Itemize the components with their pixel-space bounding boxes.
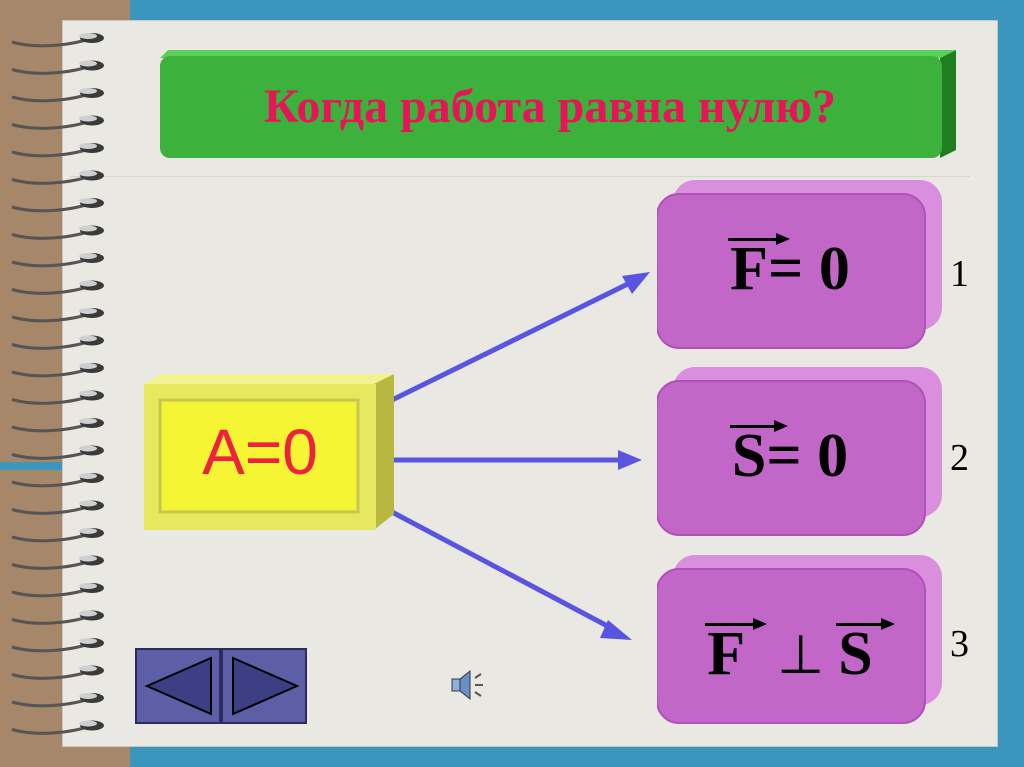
spiral-highlight (79, 60, 97, 67)
option-number-3: 3 (950, 623, 969, 665)
arrow-to-option-1 (390, 275, 642, 403)
perpendicular-symbol: ⊥ (777, 624, 825, 685)
arrow-to-option-3 (390, 509, 617, 633)
option-box-1: F = 0 (657, 180, 942, 350)
work-zero-box: A=0 (144, 374, 394, 530)
vector-f-1: F (728, 232, 790, 303)
option-2-rest: = 0 (766, 421, 849, 490)
vector-s-2: S (729, 419, 790, 490)
option-2-formula: S = 0 (657, 381, 923, 531)
spiral-highlight (79, 638, 97, 644)
spiral-highlight (79, 88, 97, 94)
arrow-head-2 (618, 450, 642, 470)
spiral-highlight (79, 555, 97, 562)
spiral-highlight (79, 720, 97, 727)
option-box-3-shape (657, 555, 942, 724)
page-divider-line (70, 176, 970, 177)
option-number-2: 2 (950, 437, 969, 479)
work-zero-label: A=0 (202, 416, 318, 488)
spiral-highlight (79, 390, 97, 397)
vector-s-3: S (836, 617, 896, 688)
option-box-1-shape (657, 180, 942, 349)
spiral-highlight (79, 363, 97, 369)
arrow-head-3 (600, 620, 632, 640)
spiral-highlight (79, 610, 97, 617)
triangle-right-icon (232, 656, 300, 716)
spiral-highlight (79, 308, 97, 314)
spiral-highlight (79, 280, 97, 287)
spiral-highlight (79, 583, 97, 589)
option-number-1: 1 (950, 253, 969, 295)
previous-slide-button[interactable] (135, 648, 221, 724)
spiral-highlight (79, 693, 97, 699)
spiral-highlight (79, 198, 97, 204)
work-zero-box-shape (144, 374, 394, 530)
spiral-highlight (79, 170, 97, 177)
title-text: Когда работа равна нулю? (263, 79, 837, 133)
spiral-highlight (79, 500, 97, 507)
spiral-highlight (79, 418, 97, 424)
spiral-highlight (79, 115, 97, 122)
option-1-rest: = 0 (768, 234, 850, 303)
spiral-highlight (79, 528, 97, 534)
arrow-head-1 (622, 272, 650, 294)
spiral-binding (11, 33, 104, 735)
option-box-3: F⊥S (657, 555, 942, 725)
spiral-highlight (79, 33, 97, 39)
spiral-highlight (79, 225, 97, 232)
option-box-2-shape (657, 367, 942, 536)
spiral-highlight (79, 253, 97, 259)
option-3-formula: F⊥S (657, 579, 923, 729)
next-slide-button[interactable] (221, 648, 307, 724)
option-1-formula: F = 0 (657, 194, 923, 344)
triangle-left-icon (144, 656, 212, 716)
option-box-2: S = 0 (657, 367, 942, 537)
spiral-highlight (79, 143, 97, 149)
spiral-highlight (79, 445, 97, 452)
spiral-highlight (79, 665, 97, 672)
speaker-icon[interactable] (448, 668, 488, 702)
vector-f-3: F (705, 617, 767, 688)
spiral-highlight (79, 335, 97, 342)
title-banner: Когда работа равна нулю? (160, 50, 956, 160)
spiral-highlight (79, 473, 97, 479)
title-banner-shape (160, 50, 956, 158)
